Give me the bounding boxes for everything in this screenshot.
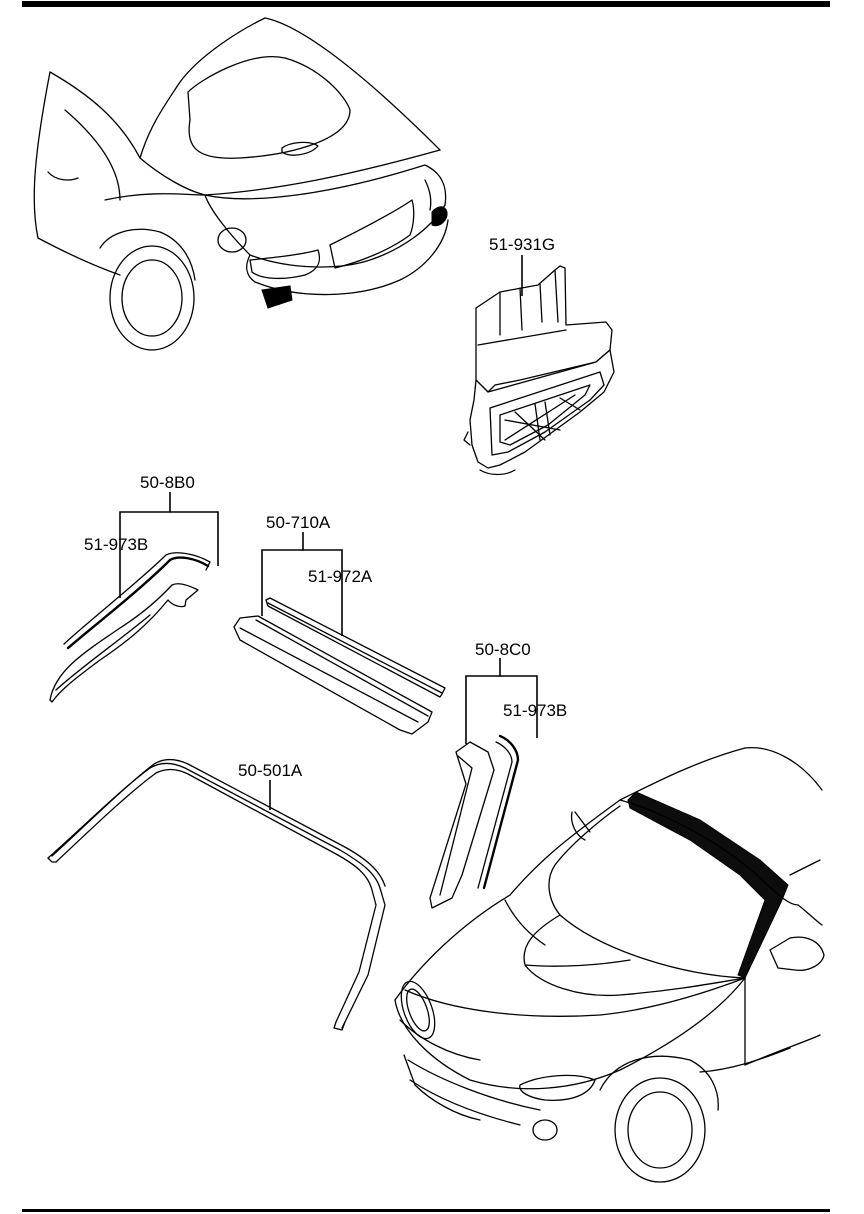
part-51-972A xyxy=(265,597,446,698)
part-51-931G xyxy=(463,265,615,476)
part-50-501A xyxy=(47,758,386,1031)
part-50-710A xyxy=(233,615,433,735)
top-border xyxy=(22,1,830,7)
car-front-illustration xyxy=(394,746,825,1183)
part-50-8C0 xyxy=(429,741,495,909)
car-rear-illustration xyxy=(33,17,449,351)
leader-lines xyxy=(119,255,538,810)
label-50-501A: 50-501A xyxy=(238,761,303,780)
label-51-973B-left: 51-973B xyxy=(84,535,148,554)
label-51-931G: 51-931G xyxy=(489,235,555,254)
bottom-border xyxy=(22,1209,830,1212)
label-50-710A: 50-710A xyxy=(266,513,331,532)
label-50-8C0: 50-8C0 xyxy=(475,640,531,659)
part-50-8B0 xyxy=(49,583,199,703)
label-51-972A: 51-972A xyxy=(308,567,373,586)
label-51-973B-right: 51-973B xyxy=(503,701,567,720)
part-51-973B-left xyxy=(63,552,211,650)
part-51-973B-right xyxy=(477,734,520,890)
part-labels: 51-931G 50-8B0 51-973B 50-710A 51-972A 5… xyxy=(84,235,567,780)
label-50-8B0: 50-8B0 xyxy=(140,473,195,492)
